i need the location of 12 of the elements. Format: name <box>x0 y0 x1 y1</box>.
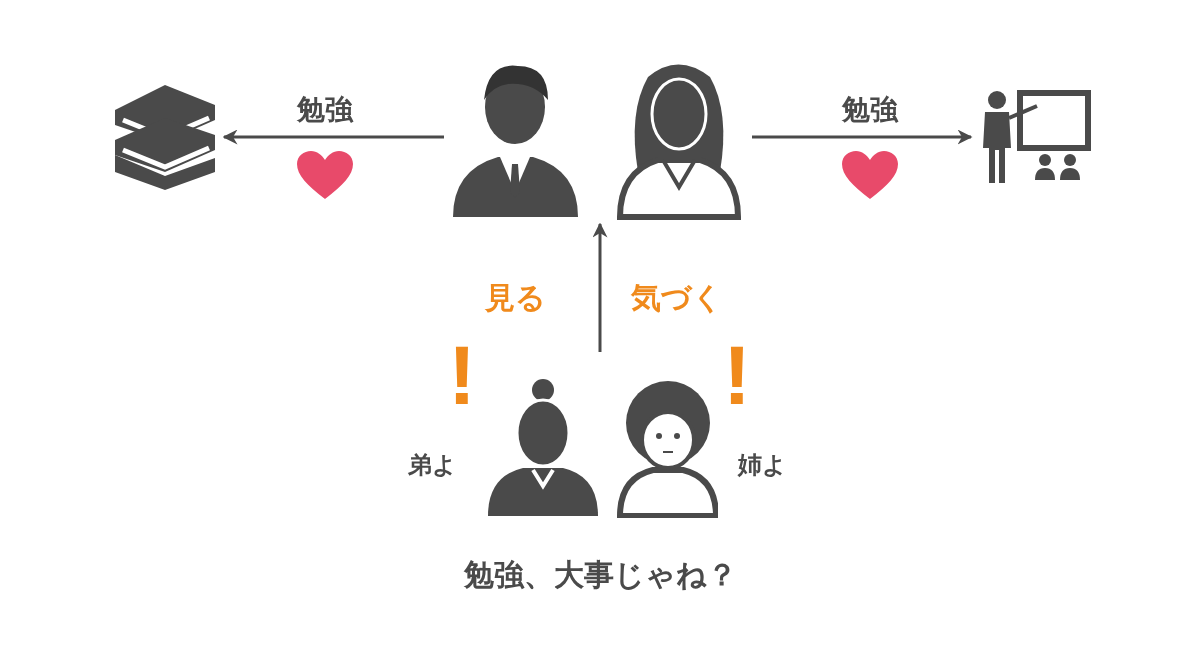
exclamation-mark: ! <box>448 326 476 424</box>
edge-label: 勉強 <box>297 93 353 127</box>
exclamation-mark: ! <box>723 326 751 424</box>
arrow <box>752 129 973 145</box>
arrow <box>592 222 608 352</box>
caption: 勉強、大事じゃね？ <box>463 556 737 593</box>
edge-label: 勉強 <box>842 93 898 127</box>
verb-text: 見る <box>484 279 546 316</box>
speech-text: 姉よ <box>737 450 787 480</box>
speech-text: 弟よ <box>407 450 457 480</box>
arrow <box>222 129 444 145</box>
verb-text: 気づく <box>631 279 723 316</box>
